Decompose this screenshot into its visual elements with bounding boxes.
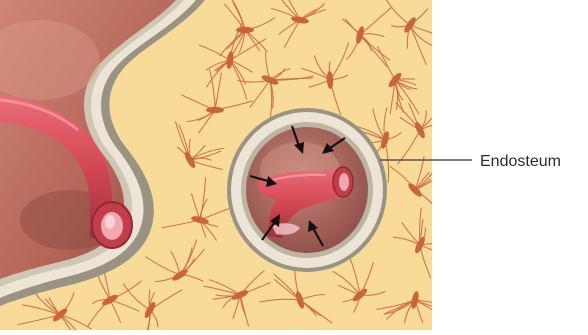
- endosteum-label: Endosteum: [480, 153, 561, 170]
